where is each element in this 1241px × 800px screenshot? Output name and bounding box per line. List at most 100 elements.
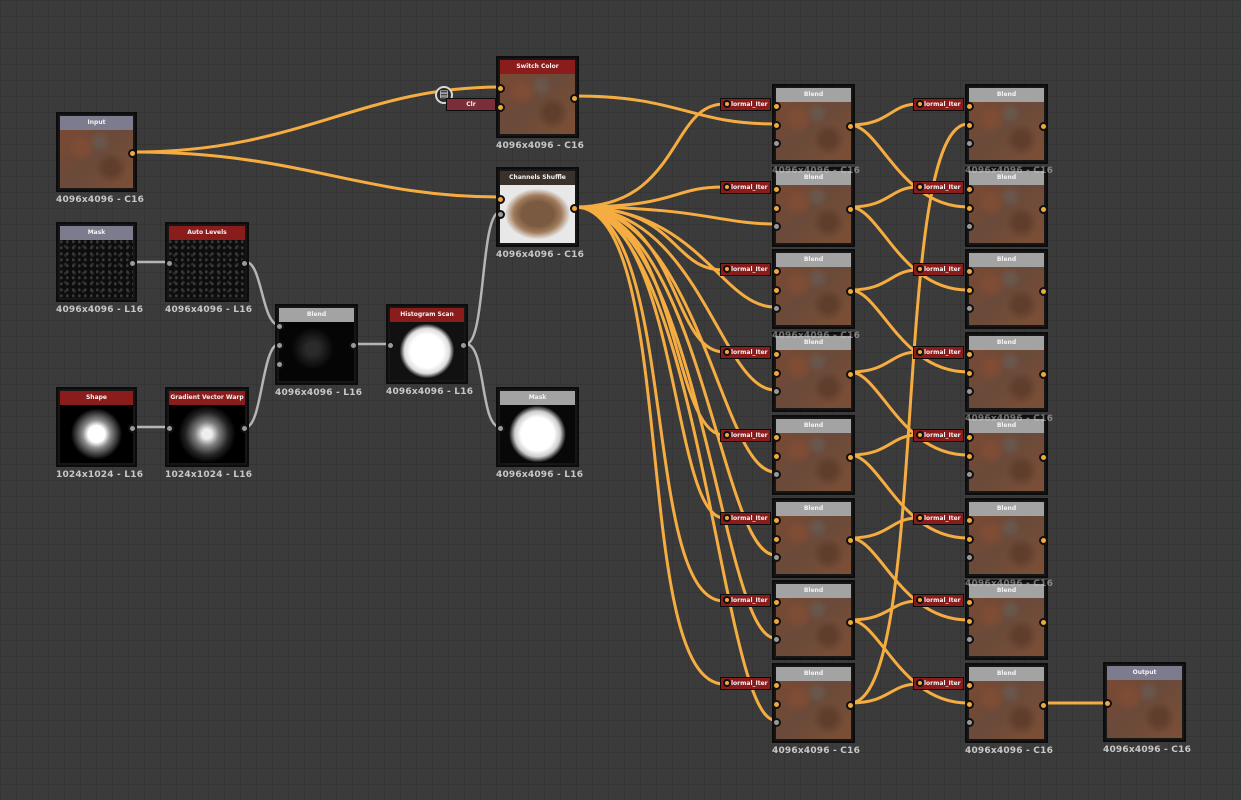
output-port[interactable] [846,536,855,545]
input-port[interactable] [723,348,731,356]
output-port[interactable] [459,341,468,350]
output-port[interactable] [128,424,137,433]
normal-iter-tag[interactable]: lormal_Iter [913,594,964,607]
input-port[interactable] [916,431,924,439]
node-blend[interactable]: Blend [772,580,855,660]
node-output[interactable]: Output [1103,662,1186,742]
input-port[interactable] [916,679,924,687]
node-blend[interactable]: Blend [772,415,855,495]
input-port[interactable] [772,681,781,690]
input-port[interactable] [965,185,974,194]
output-port[interactable] [570,204,579,213]
node-switch-color[interactable]: Switch Color [496,56,579,138]
input-port[interactable] [165,259,174,268]
input-port[interactable] [965,635,974,644]
input-port[interactable] [772,470,781,479]
input-port[interactable] [772,222,781,231]
input-port[interactable] [965,387,974,396]
input-port[interactable] [496,424,505,433]
input-port[interactable] [965,535,974,544]
output-port[interactable] [846,205,855,214]
node-blend[interactable]: Blend [772,332,855,412]
input-port[interactable] [772,387,781,396]
normal-iter-tag[interactable]: lormal_Iter [913,263,964,276]
node-shape[interactable]: Shape [56,387,137,467]
input-port[interactable] [723,183,731,191]
input-port[interactable] [772,718,781,727]
output-port[interactable] [1039,122,1048,131]
input-port[interactable] [965,121,974,130]
input-port[interactable] [916,514,924,522]
input-port[interactable] [916,183,924,191]
input-port[interactable] [723,679,731,687]
node-blend[interactable]: Blend [965,249,1048,329]
normal-iter-tag[interactable]: lormal_Iter [913,512,964,525]
output-port[interactable] [846,122,855,131]
node-blend[interactable]: Blend [772,498,855,578]
normal-iter-tag[interactable]: lormal_Iter [720,512,771,525]
normal-iter-tag[interactable]: lormal_Iter [720,677,771,690]
input-port[interactable] [772,350,781,359]
input-port[interactable] [965,286,974,295]
node-blend[interactable]: Blend [965,84,1048,164]
input-port[interactable] [965,617,974,626]
input-port[interactable] [965,700,974,709]
input-port[interactable] [772,185,781,194]
output-port[interactable] [1039,453,1048,462]
input-port[interactable] [772,204,781,213]
node-blend[interactable]: Blend [275,304,358,385]
input-port[interactable] [772,102,781,111]
node-blend[interactable]: Blend [772,84,855,164]
output-port[interactable] [846,618,855,627]
input-port[interactable] [772,553,781,562]
output-port[interactable] [846,370,855,379]
input-port[interactable] [772,304,781,313]
input-port[interactable] [965,553,974,562]
input-port[interactable] [275,341,284,350]
node-input[interactable]: Input [56,112,137,192]
input-port[interactable] [723,596,731,604]
node-blend[interactable]: Blend [965,498,1048,578]
node-blend[interactable]: Blend [965,580,1048,660]
input-port[interactable] [772,516,781,525]
input-port[interactable] [496,84,505,93]
input-port[interactable] [723,100,731,108]
output-port[interactable] [1039,536,1048,545]
input-port[interactable] [916,348,924,356]
input-port[interactable] [275,360,284,369]
input-port[interactable] [723,431,731,439]
normal-iter-tag[interactable]: lormal_Iter [720,429,771,442]
output-port[interactable] [1039,618,1048,627]
clr-tag[interactable]: Clr [446,98,496,111]
input-port[interactable] [772,598,781,607]
node-blend[interactable]: Blend [772,167,855,247]
input-port[interactable] [1103,699,1112,708]
output-port[interactable] [1039,370,1048,379]
normal-iter-tag[interactable]: lormal_Iter [913,677,964,690]
node-blend[interactable]: Blend [772,249,855,329]
input-port[interactable] [965,139,974,148]
input-port[interactable] [723,514,731,522]
input-port[interactable] [386,341,395,350]
normal-iter-tag[interactable]: lormal_Iter [720,263,771,276]
input-port[interactable] [916,596,924,604]
normal-iter-tag[interactable]: lormal_Iter [720,594,771,607]
output-port[interactable] [846,453,855,462]
input-port[interactable] [965,470,974,479]
input-port[interactable] [965,718,974,727]
normal-iter-tag[interactable]: lormal_Iter [720,346,771,359]
input-port[interactable] [772,635,781,644]
input-port[interactable] [772,121,781,130]
output-port[interactable] [1039,701,1048,710]
input-port[interactable] [496,195,505,204]
input-port[interactable] [965,222,974,231]
input-port[interactable] [772,452,781,461]
node-blend[interactable]: Blend [965,415,1048,495]
input-port[interactable] [772,535,781,544]
input-port[interactable] [772,286,781,295]
input-port[interactable] [965,350,974,359]
output-port[interactable] [1039,205,1048,214]
output-port[interactable] [349,341,358,350]
input-port[interactable] [965,433,974,442]
input-port[interactable] [965,267,974,276]
